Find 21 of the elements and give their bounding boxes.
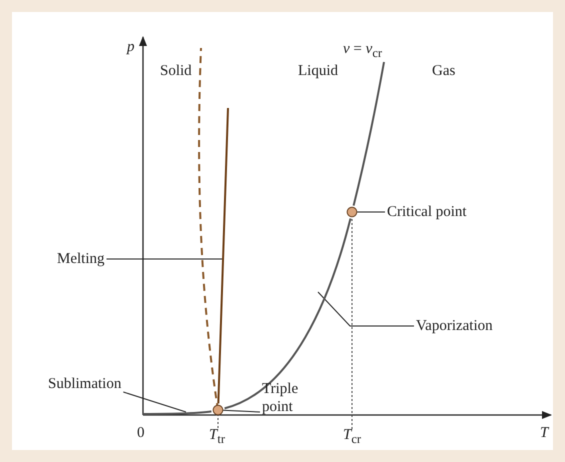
leader-line [122, 392, 186, 412]
axis-tick-label: T$_{cr}$ [343, 426, 362, 448]
triple-point-marker [212, 404, 224, 416]
region-label: Solid [160, 62, 192, 80]
axis-label: p [127, 38, 134, 56]
leader-label: Vaporization [416, 317, 493, 335]
leader-label: Melting [57, 250, 104, 268]
leader-label: Sublimation [48, 375, 122, 393]
leader-line [318, 292, 414, 326]
sublimation-curve [143, 410, 212, 415]
axis-tick-label: 0 [137, 424, 144, 442]
region-label: Liquid [298, 62, 338, 80]
leader-line [106, 258, 224, 260]
leader-label: Triple point [262, 380, 322, 416]
axis-label: T [540, 424, 548, 442]
curve-label: v = v$_{cr}$ [343, 40, 382, 62]
melting-curve [217, 108, 229, 404]
region-label: Gas [432, 62, 456, 80]
leader-line [222, 410, 260, 412]
axis-tick-label: T$_{tr}$ [209, 426, 225, 448]
leader-label: Critical point [387, 203, 467, 221]
